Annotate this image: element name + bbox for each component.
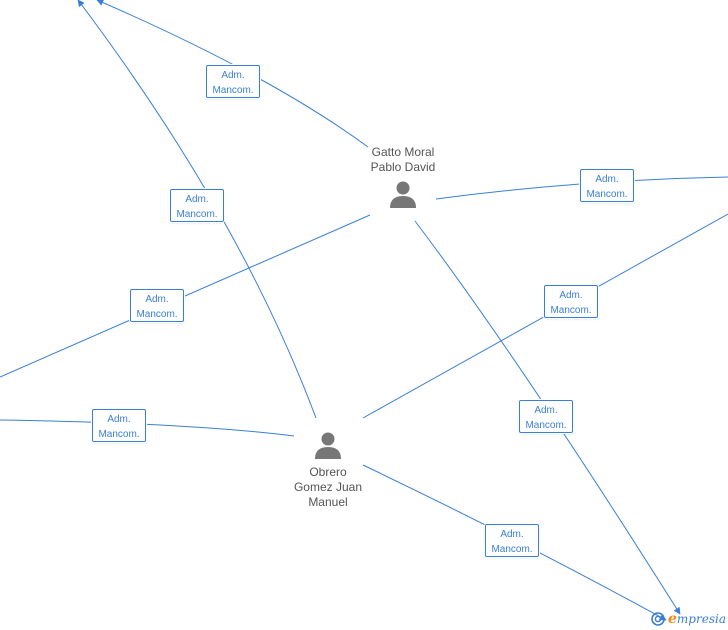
relation-badge[interactable]: Adm. Mancom. — [92, 409, 146, 442]
relation-badge[interactable]: Adm. Mancom. — [130, 289, 184, 322]
logo-e: e — [668, 611, 677, 627]
person-name-line: Obrero — [309, 465, 347, 479]
relation-badge[interactable]: Adm. Mancom. — [544, 285, 598, 318]
relation-line1: Adm. — [185, 194, 209, 205]
relation-line1: Adm. — [595, 174, 619, 185]
relation-badge[interactable]: Adm. Mancom. — [206, 65, 260, 98]
person-icon — [390, 181, 416, 208]
relation-line1: Adm. — [500, 529, 524, 540]
relation-line2: Mancom. — [136, 309, 178, 320]
person-icon — [315, 432, 341, 459]
relation-line1: Adm. — [534, 405, 558, 416]
person-name-line: Gomez Juan — [293, 480, 363, 494]
person-name-line: Manuel — [308, 495, 348, 509]
relation-badge[interactable]: Adm. Mancom. — [170, 189, 224, 222]
relation-line2: Mancom. — [586, 189, 628, 200]
person-node-gatto-moral[interactable]: Gatto Moral Pablo David — [343, 145, 463, 209]
relation-badge[interactable]: Adm. Mancom. — [485, 524, 539, 557]
relation-line1: Adm. — [559, 290, 583, 301]
relation-line2: Mancom. — [491, 544, 533, 555]
empresia-logo: empresia — [651, 609, 726, 629]
relation-line2: Mancom. — [176, 209, 218, 220]
edge-obrero-left — [0, 419, 295, 437]
logo-wordmark: empresia — [668, 611, 726, 627]
relation-line2: Mancom. — [98, 429, 140, 440]
relation-line1: Adm. — [145, 294, 169, 305]
person-name-line: Gatto Moral — [371, 145, 435, 159]
copyright-icon — [651, 612, 665, 626]
relation-line2: Mancom. — [525, 420, 567, 431]
logo-text: mpresia — [676, 612, 726, 626]
relation-line2: Mancom. — [212, 85, 254, 96]
relation-badge[interactable]: Adm. Mancom. — [580, 169, 634, 202]
relation-line1: Adm. — [221, 70, 245, 81]
relation-line1: Adm. — [107, 414, 131, 425]
edge-gatto-left — [0, 214, 371, 378]
edge-gatto-empresa — [414, 220, 681, 615]
relation-line2: Mancom. — [550, 305, 592, 316]
person-name-line: Pablo David — [370, 160, 436, 174]
relation-badge[interactable]: Adm. Mancom. — [519, 400, 573, 433]
edge-obrero-right — [362, 213, 728, 419]
person-node-obrero-gomez[interactable]: Obrero Gomez Juan Manuel — [268, 430, 388, 510]
